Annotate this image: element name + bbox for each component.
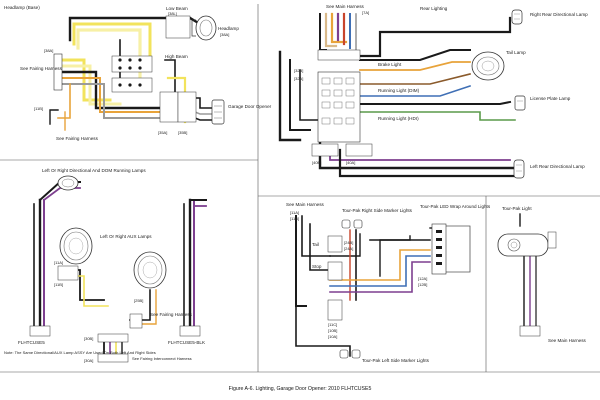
rear-conn-40a: [40A] — [346, 160, 355, 165]
connector-30a — [97, 353, 129, 363]
connector-11a — [57, 265, 79, 281]
garage-opener-icon — [211, 99, 225, 125]
aux-lamp-label: Left Or Right AUX Lamps — [100, 234, 152, 239]
tour-light-housing — [497, 233, 549, 257]
tp-conn-10b: [10B] — [328, 328, 337, 333]
figure-caption: Figure A-6. Lighting, Garage Door Opener… — [229, 386, 372, 392]
tourpak-light-panel: Tour-Pak Light See Main Harness — [497, 206, 586, 343]
tp-led-label: Tour-Pak LED Wrap Around Lights — [420, 204, 491, 209]
tour-light-bulb-icon — [507, 238, 521, 252]
tp-conn-12a: [12A] — [418, 276, 427, 281]
front-see-fairing: See Fairing Harness — [150, 312, 193, 317]
rear-conn-40b: [40B] — [312, 160, 321, 165]
marker-left-1 — [339, 349, 349, 359]
rear-lighting-panel: See Main Harness [7A] Rear Lighting Righ… — [278, 4, 588, 179]
conn-11b-label: [11B] — [34, 106, 43, 111]
front-conn-11a: [11A] — [54, 260, 63, 265]
headlamp-icon — [191, 15, 217, 41]
tour-light-see-main: See Main Harness — [548, 338, 586, 343]
headlamp-panel: Headlamp (Base) Low Beam [38L] Headlamp … — [4, 5, 272, 141]
panel-frames — [0, 4, 600, 373]
low-beam-label: Low Beam — [166, 6, 188, 11]
rear-conn-32b: [32B] — [294, 68, 303, 73]
tp-left-label: Tour-Pak Left Side Marker Lights — [362, 358, 430, 363]
rear-conn-a: [7A] — [362, 10, 369, 15]
low-beam-conn: [38L] — [168, 11, 177, 16]
front-see-interconnect: See Fairing Interconnect Harness — [132, 356, 192, 361]
brake-light-label: Brake Light — [378, 62, 402, 67]
connector-35a — [159, 91, 179, 123]
see-fairing-label: See Fairing Harness — [20, 66, 63, 71]
connector-38l — [165, 15, 191, 39]
connector-30b — [97, 333, 129, 343]
conn-38a-label: [38A] — [44, 48, 53, 53]
tp-conn-24b: [24B] — [344, 240, 353, 245]
connector-35b — [177, 91, 197, 123]
headlamp-label: Headlamp — [218, 26, 239, 31]
tp-conn-24a: [24A] — [344, 246, 353, 251]
tail-lamp-label: Tail Lamp — [506, 50, 526, 55]
tp-conn-10a: [10A] — [328, 334, 337, 339]
marker-right-1 — [341, 219, 351, 229]
conn-35b-label: [35B] — [178, 130, 187, 135]
conn-35a-label: [35A] — [158, 130, 167, 135]
marker-left-2 — [351, 349, 361, 359]
high-beam-label: High Beam — [165, 54, 188, 59]
rear-lighting-title: Rear Lighting — [420, 6, 448, 11]
license-plate-label: License Plate Lamp — [530, 96, 571, 101]
connector-40b — [311, 143, 339, 157]
aux-lamp-right-icon — [133, 251, 167, 289]
headlamp-title: Headlamp (Base) — [4, 5, 40, 10]
left-rear-lamp-icon — [513, 159, 525, 179]
front-conn-30b: [30B] — [84, 336, 93, 341]
right-rear-lamp-icon — [511, 9, 523, 25]
running-dim-label: Running Light (DIM) — [378, 88, 420, 93]
flhtcuse5-blk-label: FLHTCUSE5-BLK — [168, 340, 206, 345]
rear-see-main: See Main Harness — [326, 4, 364, 9]
front-conn-11b: [11B] — [54, 282, 63, 287]
tp-conn-11a: [11A] — [290, 210, 299, 215]
front-lamps-panel: Left Or Right Directional And DOM Runnin… — [4, 168, 207, 363]
tp-conn-11c: [11C] — [328, 322, 337, 327]
front-conn-25b: [25B] — [134, 298, 143, 303]
headlamp-conn: [38A] — [220, 32, 229, 37]
marker-right-2 — [353, 219, 363, 229]
tp-conn-12b: [12B] — [418, 282, 427, 287]
aux-lamp-left-icon — [59, 227, 93, 265]
tp-conn-11b: [11B] — [290, 216, 299, 221]
flhtcuse5-label: FLHTCUSE5 — [18, 340, 45, 345]
tp-see-main: See Main Harness — [286, 202, 324, 207]
tour-light-title: Tour-Pak Light — [502, 206, 532, 211]
front-note: Note: The Same Directional/AUX Lamp ASSY… — [4, 350, 156, 355]
tourpak-panel: See Main Harness [11A] [11B] Tour-Pak Ri… — [286, 202, 491, 363]
tp-tail-label: Tail — [312, 242, 319, 247]
license-plate-lamp-icon — [514, 95, 526, 111]
connector-block — [111, 55, 153, 73]
tp-stop-label: Stop — [312, 264, 322, 269]
tail-lamp-icon — [471, 51, 505, 81]
garage-label: Garage Door Opener — [228, 104, 272, 109]
left-rear-label: Left Rear Directional Lamp — [530, 164, 585, 169]
connector-40a — [345, 143, 373, 157]
running-hdi-label: Running Light (HDI) — [378, 116, 419, 121]
see-fairing-harness-label: See Fairing Harness — [56, 136, 99, 141]
rear-conn-32a: [32A] — [294, 76, 303, 81]
directional-lamp-icon — [57, 175, 79, 191]
connector-38a — [53, 53, 63, 91]
front-conn-30a: [30A] — [84, 358, 93, 363]
dir-lamp-label: Left Or Right Directional And DOM Runnin… — [42, 168, 146, 173]
right-rear-label: Right Rear Directional Lamp — [530, 12, 588, 17]
tp-right-label: Tour-Pak Right Side Marker Lights — [342, 208, 413, 213]
